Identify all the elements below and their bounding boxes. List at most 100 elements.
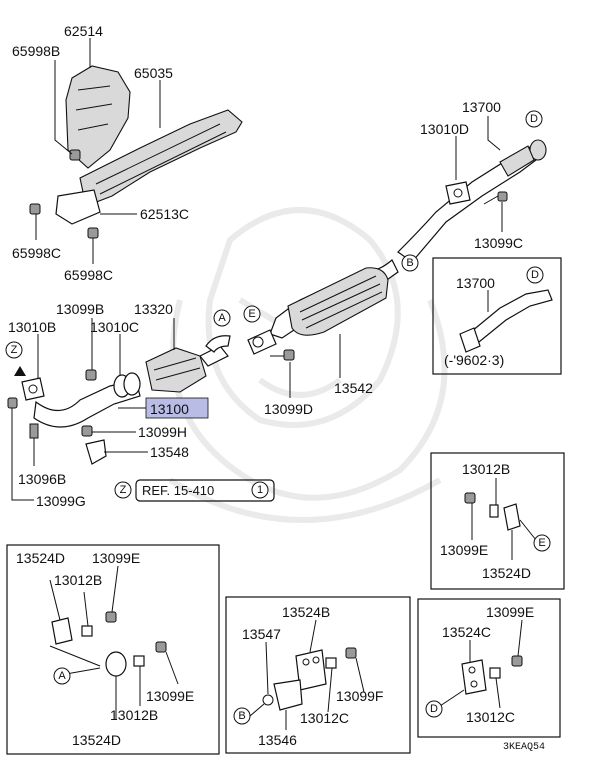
label-65998C-a: 65998C bbox=[12, 245, 61, 261]
inset-hanger-D: 13099E 13524C 13012C D bbox=[417, 598, 561, 738]
label-13010D: 13010D bbox=[420, 121, 469, 137]
label-13524B: 13524B bbox=[282, 604, 330, 620]
label-13099E-rr: 13099E bbox=[486, 604, 534, 620]
hanger-13524D-left-top[interactable] bbox=[51, 617, 73, 645]
bolt-13099F[interactable] bbox=[345, 647, 357, 659]
bracket-13548[interactable] bbox=[85, 439, 107, 465]
svg-text:B: B bbox=[238, 710, 245, 722]
label-13010B: 13010B bbox=[8, 319, 56, 335]
svg-text:A: A bbox=[58, 670, 66, 682]
ref-text: REF. 15-410 bbox=[142, 483, 214, 498]
label-13099C: 13099C bbox=[474, 235, 523, 251]
callout-E-inset: E bbox=[533, 534, 551, 552]
washer-13547[interactable] bbox=[262, 694, 274, 706]
label-13012B-left-2: 13012B bbox=[110, 707, 158, 723]
svg-text:B: B bbox=[406, 257, 413, 269]
callout-B-inset: B bbox=[233, 707, 251, 725]
heat-shield-bracket-62514[interactable] bbox=[65, 65, 131, 169]
gasket-13010B[interactable] bbox=[21, 377, 45, 401]
gasket-13010C[interactable] bbox=[113, 372, 141, 398]
callout-E-muffler: E bbox=[243, 305, 261, 323]
svg-text:D: D bbox=[430, 703, 438, 715]
callout-D-tailpipe: D bbox=[525, 110, 543, 128]
svg-text:A: A bbox=[218, 312, 226, 324]
bolt-13099D[interactable] bbox=[270, 349, 295, 361]
tail-pipe-13700-alt[interactable] bbox=[465, 289, 553, 347]
label-13700-inset: 13700 bbox=[456, 275, 495, 291]
bolt-13099C[interactable] bbox=[483, 191, 508, 205]
reference-note: Z REF. 15-410 1 bbox=[114, 479, 275, 502]
label-13099E-left: 13099E bbox=[92, 550, 140, 566]
svg-text:D: D bbox=[530, 113, 538, 125]
collar-13012C-right[interactable] bbox=[489, 667, 501, 679]
heat-shield-65035[interactable] bbox=[79, 109, 243, 207]
bolt-13099E-right[interactable] bbox=[464, 492, 476, 504]
tail-pipe-group: 13700 13010D 13099C D bbox=[397, 99, 547, 263]
collar-13012C-mid[interactable] bbox=[325, 657, 337, 669]
label-13096B: 13096B bbox=[18, 471, 66, 487]
bracket-62513C[interactable] bbox=[55, 189, 101, 225]
label-13100: 13100 bbox=[150, 401, 189, 417]
ref-number: 1 bbox=[257, 484, 263, 496]
label-13012B-right: 13012B bbox=[462, 461, 510, 477]
svg-text:Z: Z bbox=[11, 344, 18, 356]
label-13012B-left: 13012B bbox=[54, 572, 102, 588]
label-13099B: 13099B bbox=[56, 301, 104, 317]
bracket-13524C[interactable] bbox=[461, 659, 487, 695]
label-13099E-left-2: 13099E bbox=[146, 688, 194, 704]
callout-B-muffler: B bbox=[401, 254, 419, 272]
label-13524C: 13524C bbox=[442, 624, 491, 640]
main-muffler-13542[interactable] bbox=[287, 267, 389, 336]
collar-13012B-right[interactable] bbox=[489, 504, 499, 518]
hanger-13524D-left-bottom[interactable] bbox=[105, 651, 127, 677]
hanger-13524D-right[interactable] bbox=[503, 503, 521, 531]
bolt-13099H[interactable] bbox=[81, 425, 93, 437]
plate-13546[interactable] bbox=[273, 679, 303, 711]
label-13524D-left: 13524D bbox=[16, 550, 65, 566]
callout-Z-frontpipe: Z bbox=[5, 341, 23, 359]
label-13548: 13548 bbox=[150, 444, 189, 460]
label-13099H: 13099H bbox=[138, 424, 187, 440]
heat-shield-group: 62514 65998B 65035 62513C 65998C 65998C bbox=[12, 23, 243, 283]
label-13700: 13700 bbox=[462, 99, 501, 115]
label-13547: 13547 bbox=[242, 626, 281, 642]
label-62514: 62514 bbox=[64, 23, 103, 39]
front-pipe-group: 13099B 13320 13010B 13010C 13100 13099H … bbox=[5, 301, 231, 509]
label-13542: 13542 bbox=[334, 380, 373, 396]
inset-hanger-E: 13012B 13099E 13524D E bbox=[430, 452, 565, 590]
label-13320: 13320 bbox=[134, 301, 173, 317]
label-13099E-right: 13099E bbox=[440, 542, 488, 558]
callout-A-inset: A bbox=[53, 667, 71, 685]
bolt-13099G[interactable] bbox=[7, 397, 18, 409]
front-pipe-13100[interactable] bbox=[33, 379, 141, 428]
svg-text:Z: Z bbox=[120, 484, 127, 496]
bracket-13524B[interactable] bbox=[295, 649, 327, 691]
label-13099F: 13099F bbox=[336, 688, 383, 704]
svg-text:E: E bbox=[538, 537, 545, 549]
bolt-13099E-left-bottom[interactable] bbox=[155, 641, 167, 653]
collar-13012B-left-bottom[interactable] bbox=[133, 655, 145, 667]
label-62513C: 62513C bbox=[140, 206, 189, 222]
diagram-code: 3KEAQ54 bbox=[503, 742, 545, 753]
muffler-group: 13542 13099D B E bbox=[243, 254, 419, 417]
bolt-13099B[interactable] bbox=[85, 369, 97, 381]
bolt-65998C-b[interactable] bbox=[87, 227, 99, 252]
bolt-65998C-a[interactable] bbox=[29, 203, 41, 215]
bolt-13099E-right-2[interactable] bbox=[511, 655, 523, 667]
label-13012C-rr: 13012C bbox=[466, 709, 515, 725]
svg-text:E: E bbox=[248, 308, 255, 320]
inset-hanger-A: 13524D 13099E 13012B 13012B 13099E 13524… bbox=[6, 544, 220, 755]
bolt-65998B[interactable] bbox=[69, 149, 81, 161]
inset-date-note: (-'9602·3) bbox=[444, 352, 504, 368]
callout-D-inset-bottom: D bbox=[425, 700, 443, 718]
bolt-13099E-left-top[interactable] bbox=[105, 611, 117, 623]
label-13524D-right: 13524D bbox=[482, 565, 531, 581]
stud-13096B[interactable] bbox=[29, 423, 39, 439]
inset-tail-pipe-alt: 13700 (-'9602·3) D bbox=[432, 257, 562, 375]
collar-13012B-left-top[interactable] bbox=[81, 625, 93, 637]
inset-hanger-B: 13524B 13547 13099F 13012C 13546 B bbox=[225, 596, 411, 754]
callout-A-frontpipe: A bbox=[213, 309, 231, 327]
svg-text:D: D bbox=[531, 269, 539, 281]
label-13524D-left-2: 13524D bbox=[72, 732, 121, 748]
